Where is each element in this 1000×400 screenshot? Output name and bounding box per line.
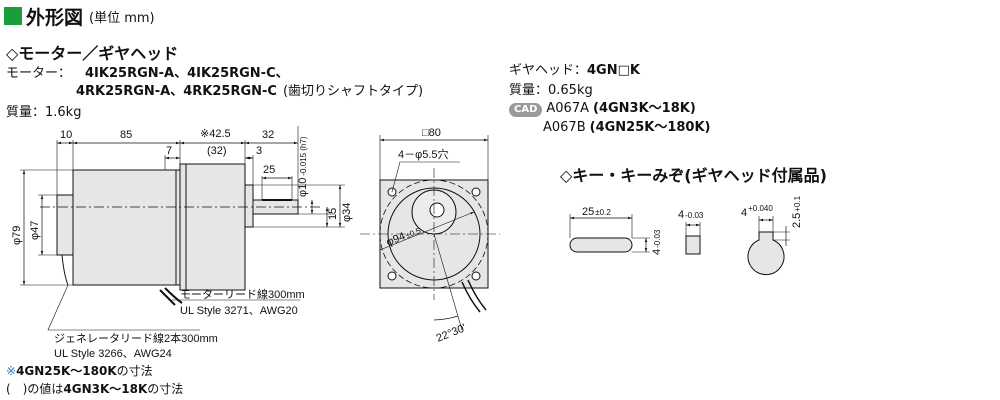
key-length: 25±0.2 bbox=[582, 206, 611, 218]
note1-text: の寸法 bbox=[116, 364, 153, 378]
dim-10: 10 bbox=[60, 129, 72, 141]
key-views bbox=[569, 214, 790, 276]
motor-section-title: ◇モーター／ギヤヘッド bbox=[6, 44, 179, 63]
dim-3: 3 bbox=[256, 145, 262, 157]
dim-phi47: φ47 bbox=[29, 221, 41, 240]
gearhead-model: 4GN□K bbox=[587, 63, 640, 78]
cad-row-2: A067B(4GN25K～180K) bbox=[543, 116, 710, 135]
cad-link-a067a[interactable]: A067A bbox=[546, 101, 589, 116]
dim-square-80: □80 bbox=[422, 127, 441, 139]
motor-rear-flange bbox=[56, 194, 74, 256]
note-1: ※4GN25K～180Kの寸法 bbox=[6, 362, 153, 379]
motor-models-row1: モーター： 4IK25RGN-A、4IK25RGN-C、 bbox=[6, 62, 289, 81]
front-view-labels: □80 4－φ5.5穴 φ94±0.5 22°30' bbox=[385, 127, 468, 345]
motor-models-label: モーター： bbox=[6, 66, 72, 81]
dim-phi79: φ79 bbox=[11, 226, 23, 245]
key-height: 4-0.03 bbox=[651, 229, 663, 255]
side-view-labels: 10 85 ※42.5 (32) 32 7 3 25 φ10-0.015 (h7… bbox=[11, 128, 353, 360]
dim-holes: 4－φ5.5穴 bbox=[398, 147, 449, 161]
front-view bbox=[360, 135, 500, 331]
motor-body bbox=[72, 169, 181, 286]
mount-hole-tr bbox=[471, 187, 481, 197]
gearhead-label: ギヤヘッド： bbox=[509, 63, 588, 78]
note1-mark: ※ bbox=[6, 364, 17, 378]
motor-lead-spec: UL Style 3271、AWG20 bbox=[180, 305, 298, 317]
slot-width: 4+0.040 bbox=[741, 204, 773, 219]
dim-7: 7 bbox=[166, 145, 172, 157]
motor-mass: 質量：1.6kg bbox=[6, 105, 82, 120]
page-title: 外形図 bbox=[26, 6, 84, 29]
motor-models-line2: 4RK25RGN-A、4RK25RGN-C bbox=[76, 84, 277, 99]
key-body bbox=[569, 237, 633, 253]
shaft-boss bbox=[244, 184, 254, 228]
title-marker-icon bbox=[4, 7, 22, 25]
dim-angle: 22°30' bbox=[435, 322, 468, 345]
note-2: ( )の値は4GN3K～18Kの寸法 bbox=[6, 380, 183, 397]
key-section-title: ◇キー・キーみぞ(ギヤヘッド付属品) bbox=[560, 166, 827, 185]
motor-lead-label: モーターリード線300mm bbox=[180, 287, 305, 301]
side-view bbox=[20, 126, 345, 331]
note2-model: 4GN3K～18K bbox=[63, 382, 148, 396]
dim-25: 25 bbox=[263, 164, 275, 176]
gearhead-body bbox=[179, 163, 246, 291]
dim-15: 15 bbox=[327, 208, 339, 220]
gearhead-mass: 質量：0.65kg bbox=[509, 83, 593, 98]
motor-models-line1: 4IK25RGN-A、4IK25RGN-C、 bbox=[85, 66, 289, 81]
mount-hole-bl bbox=[387, 271, 397, 281]
dim-32-paren: (32) bbox=[207, 145, 227, 157]
dim-85: 85 bbox=[120, 129, 132, 141]
key-section bbox=[685, 235, 701, 255]
cad2-model: (4GN25K～180K) bbox=[589, 120, 711, 135]
motor-models-row2: 4RK25RGN-A、4RK25RGN-C (歯切りシャフトタイプ) bbox=[76, 80, 423, 99]
gen-lead-spec: UL Style 3266、AWG24 bbox=[54, 348, 172, 360]
shaft-end-circle bbox=[429, 202, 445, 218]
dim-phi10: φ10-0.015 (h7) bbox=[297, 136, 309, 197]
key-width: 4-0.03 bbox=[678, 209, 704, 221]
motor-models-note: (歯切りシャフトタイプ) bbox=[282, 84, 424, 99]
dim-42-5: ※42.5 bbox=[200, 128, 231, 140]
gearhead-model-row: ギヤヘッド：4GN□K bbox=[509, 59, 640, 78]
dim-32: 32 bbox=[262, 129, 274, 141]
slot-depth: 2.5+0.1 bbox=[791, 195, 803, 228]
note2-text: の寸法 bbox=[147, 382, 184, 396]
note1-model: 4GN25K～180K bbox=[16, 364, 117, 378]
key-labels: 25±0.2 4-0.03 4-0.03 4+0.040 2.5+0.1 bbox=[582, 195, 803, 255]
cad1-model: (4GN3K～18K) bbox=[593, 101, 696, 116]
note2-prefix: ( )の値は bbox=[6, 382, 64, 396]
cad-badge[interactable]: CAD bbox=[509, 103, 543, 117]
motor-lead-wire bbox=[159, 289, 176, 306]
motor-lead-wire-2 bbox=[164, 287, 183, 304]
shaft-keyway-section bbox=[747, 231, 785, 276]
mount-hole-br bbox=[471, 271, 481, 281]
gen-lead-wire bbox=[61, 254, 69, 286]
page-header: 外形図 (単位 mm) bbox=[4, 3, 155, 29]
dim-phi34: φ34 bbox=[341, 203, 353, 222]
gen-lead-label: ジェネレータリード線2本300mm bbox=[54, 331, 218, 345]
unit-label: (単位 mm) bbox=[89, 10, 155, 26]
cad-link-a067b[interactable]: A067B bbox=[543, 120, 586, 135]
